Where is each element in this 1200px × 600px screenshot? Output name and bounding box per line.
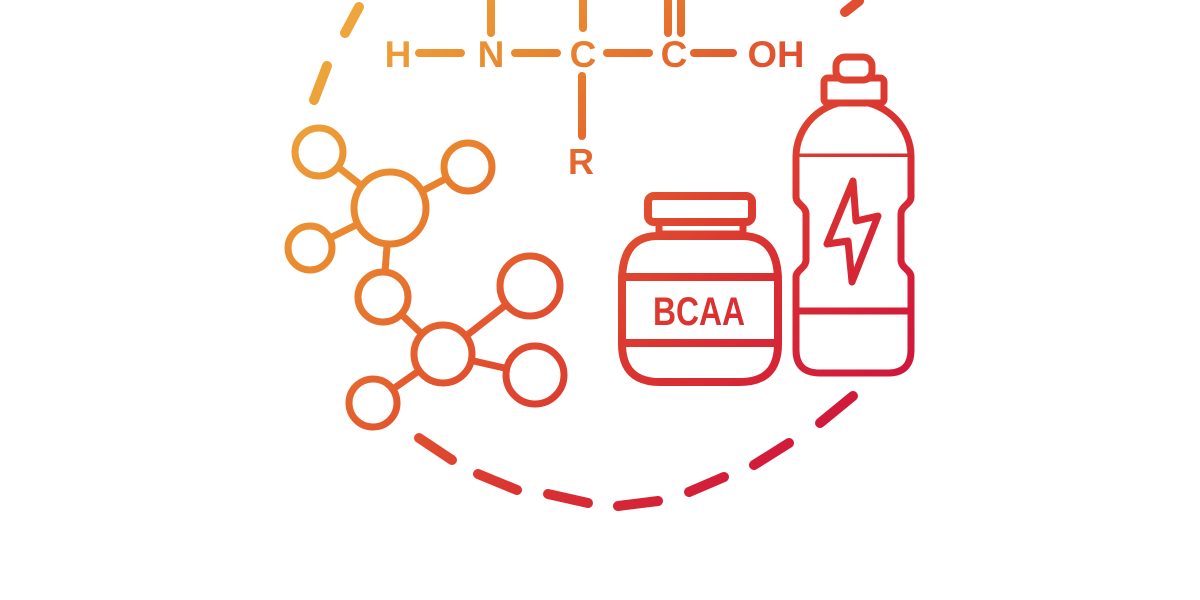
atom-node (502, 342, 568, 408)
atom-node (345, 375, 401, 431)
amino-acid-formula: H N C C OH R (385, 0, 805, 182)
sports-bottle (792, 53, 915, 377)
dashed-circle (309, 0, 864, 511)
dash-bottom-1 (414, 433, 457, 465)
atom-node (284, 222, 336, 274)
atom-node (496, 252, 564, 320)
formula-nitrogen-label: N (478, 34, 505, 75)
bcaa-jar: BCAA (618, 192, 782, 386)
atom-node-large (350, 168, 430, 248)
molecule-model (284, 124, 568, 431)
atom-node (354, 268, 412, 326)
dash-bottom-3 (543, 489, 593, 508)
atom-node (440, 139, 496, 195)
jar-label-text: BCAA (653, 290, 745, 334)
bottle-shoulder-dome (792, 97, 915, 161)
dash-bottom-5 (684, 472, 729, 497)
dash-top-right (840, 0, 864, 17)
molecule-atoms (284, 124, 568, 431)
dash-top-left-2 (309, 61, 332, 105)
dash-bottom-2 (473, 469, 522, 495)
formula-hydroxyl-label: OH (748, 34, 805, 75)
lightning-bolt-icon (823, 177, 882, 286)
formula-carboxyl-carbon-label: C (661, 34, 688, 75)
atom-node (410, 321, 476, 387)
formula-hydrogen-label: H (385, 34, 412, 75)
bottle-cap-top (832, 53, 876, 84)
jar-lid (644, 192, 756, 226)
atom-node (291, 124, 347, 180)
formula-alpha-carbon-label: C (570, 34, 597, 75)
dash-top-left-1 (340, 2, 364, 38)
dash-bottom-4 (613, 496, 663, 511)
dash-bottom-7 (815, 391, 858, 428)
dash-bottom-6 (749, 438, 794, 470)
formula-side-chain-label: R (568, 141, 594, 182)
